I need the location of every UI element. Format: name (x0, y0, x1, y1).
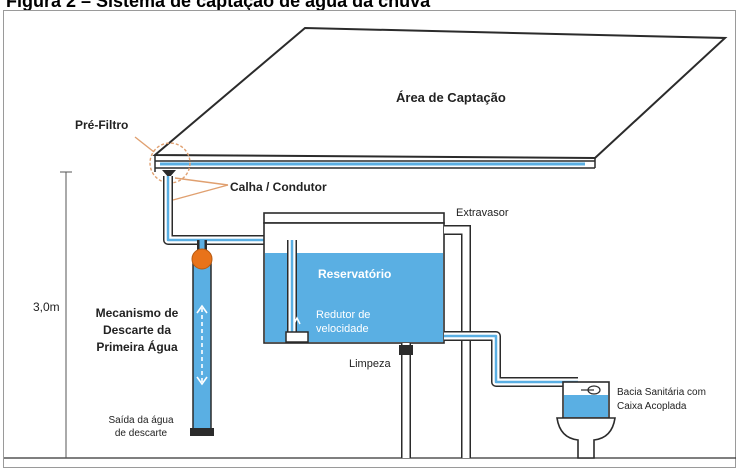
figure-frame (3, 10, 736, 468)
velocity-reducer (285, 331, 309, 343)
label-pre-filter: Pré-Filtro (75, 118, 129, 132)
label-cleaning: Limpeza (349, 358, 391, 370)
label-velocity-reducer: Redutor de velocidade (316, 309, 371, 335)
reservoir-lid (263, 212, 445, 224)
label-overflow: Extravasor (456, 207, 509, 219)
figure-title: Figura 2 – Sistema de captação de água d… (6, 0, 431, 11)
toilet-bowl (556, 417, 616, 459)
label-reservoir: Reservatório (318, 267, 392, 281)
roof-catchment-area (152, 26, 728, 160)
label-height: 3,0m (33, 300, 60, 314)
label-catchment-area: Área de Captação (396, 90, 506, 105)
label-gutter: Calha / Condutor (230, 180, 327, 194)
downpipe-water (166, 176, 300, 242)
cleaning-valve (399, 345, 413, 355)
pre-filter-funnel (162, 170, 176, 178)
label-discharge-outlet: Saída da água de descarte (108, 415, 174, 439)
label-toilet: Bacia Sanitária com Caixa Acoplada (617, 387, 706, 412)
discharge-cap (190, 428, 214, 436)
label-first-flush: Mecanismo de Descarte da Primeira Água (95, 306, 179, 354)
valve-ball (191, 248, 213, 270)
